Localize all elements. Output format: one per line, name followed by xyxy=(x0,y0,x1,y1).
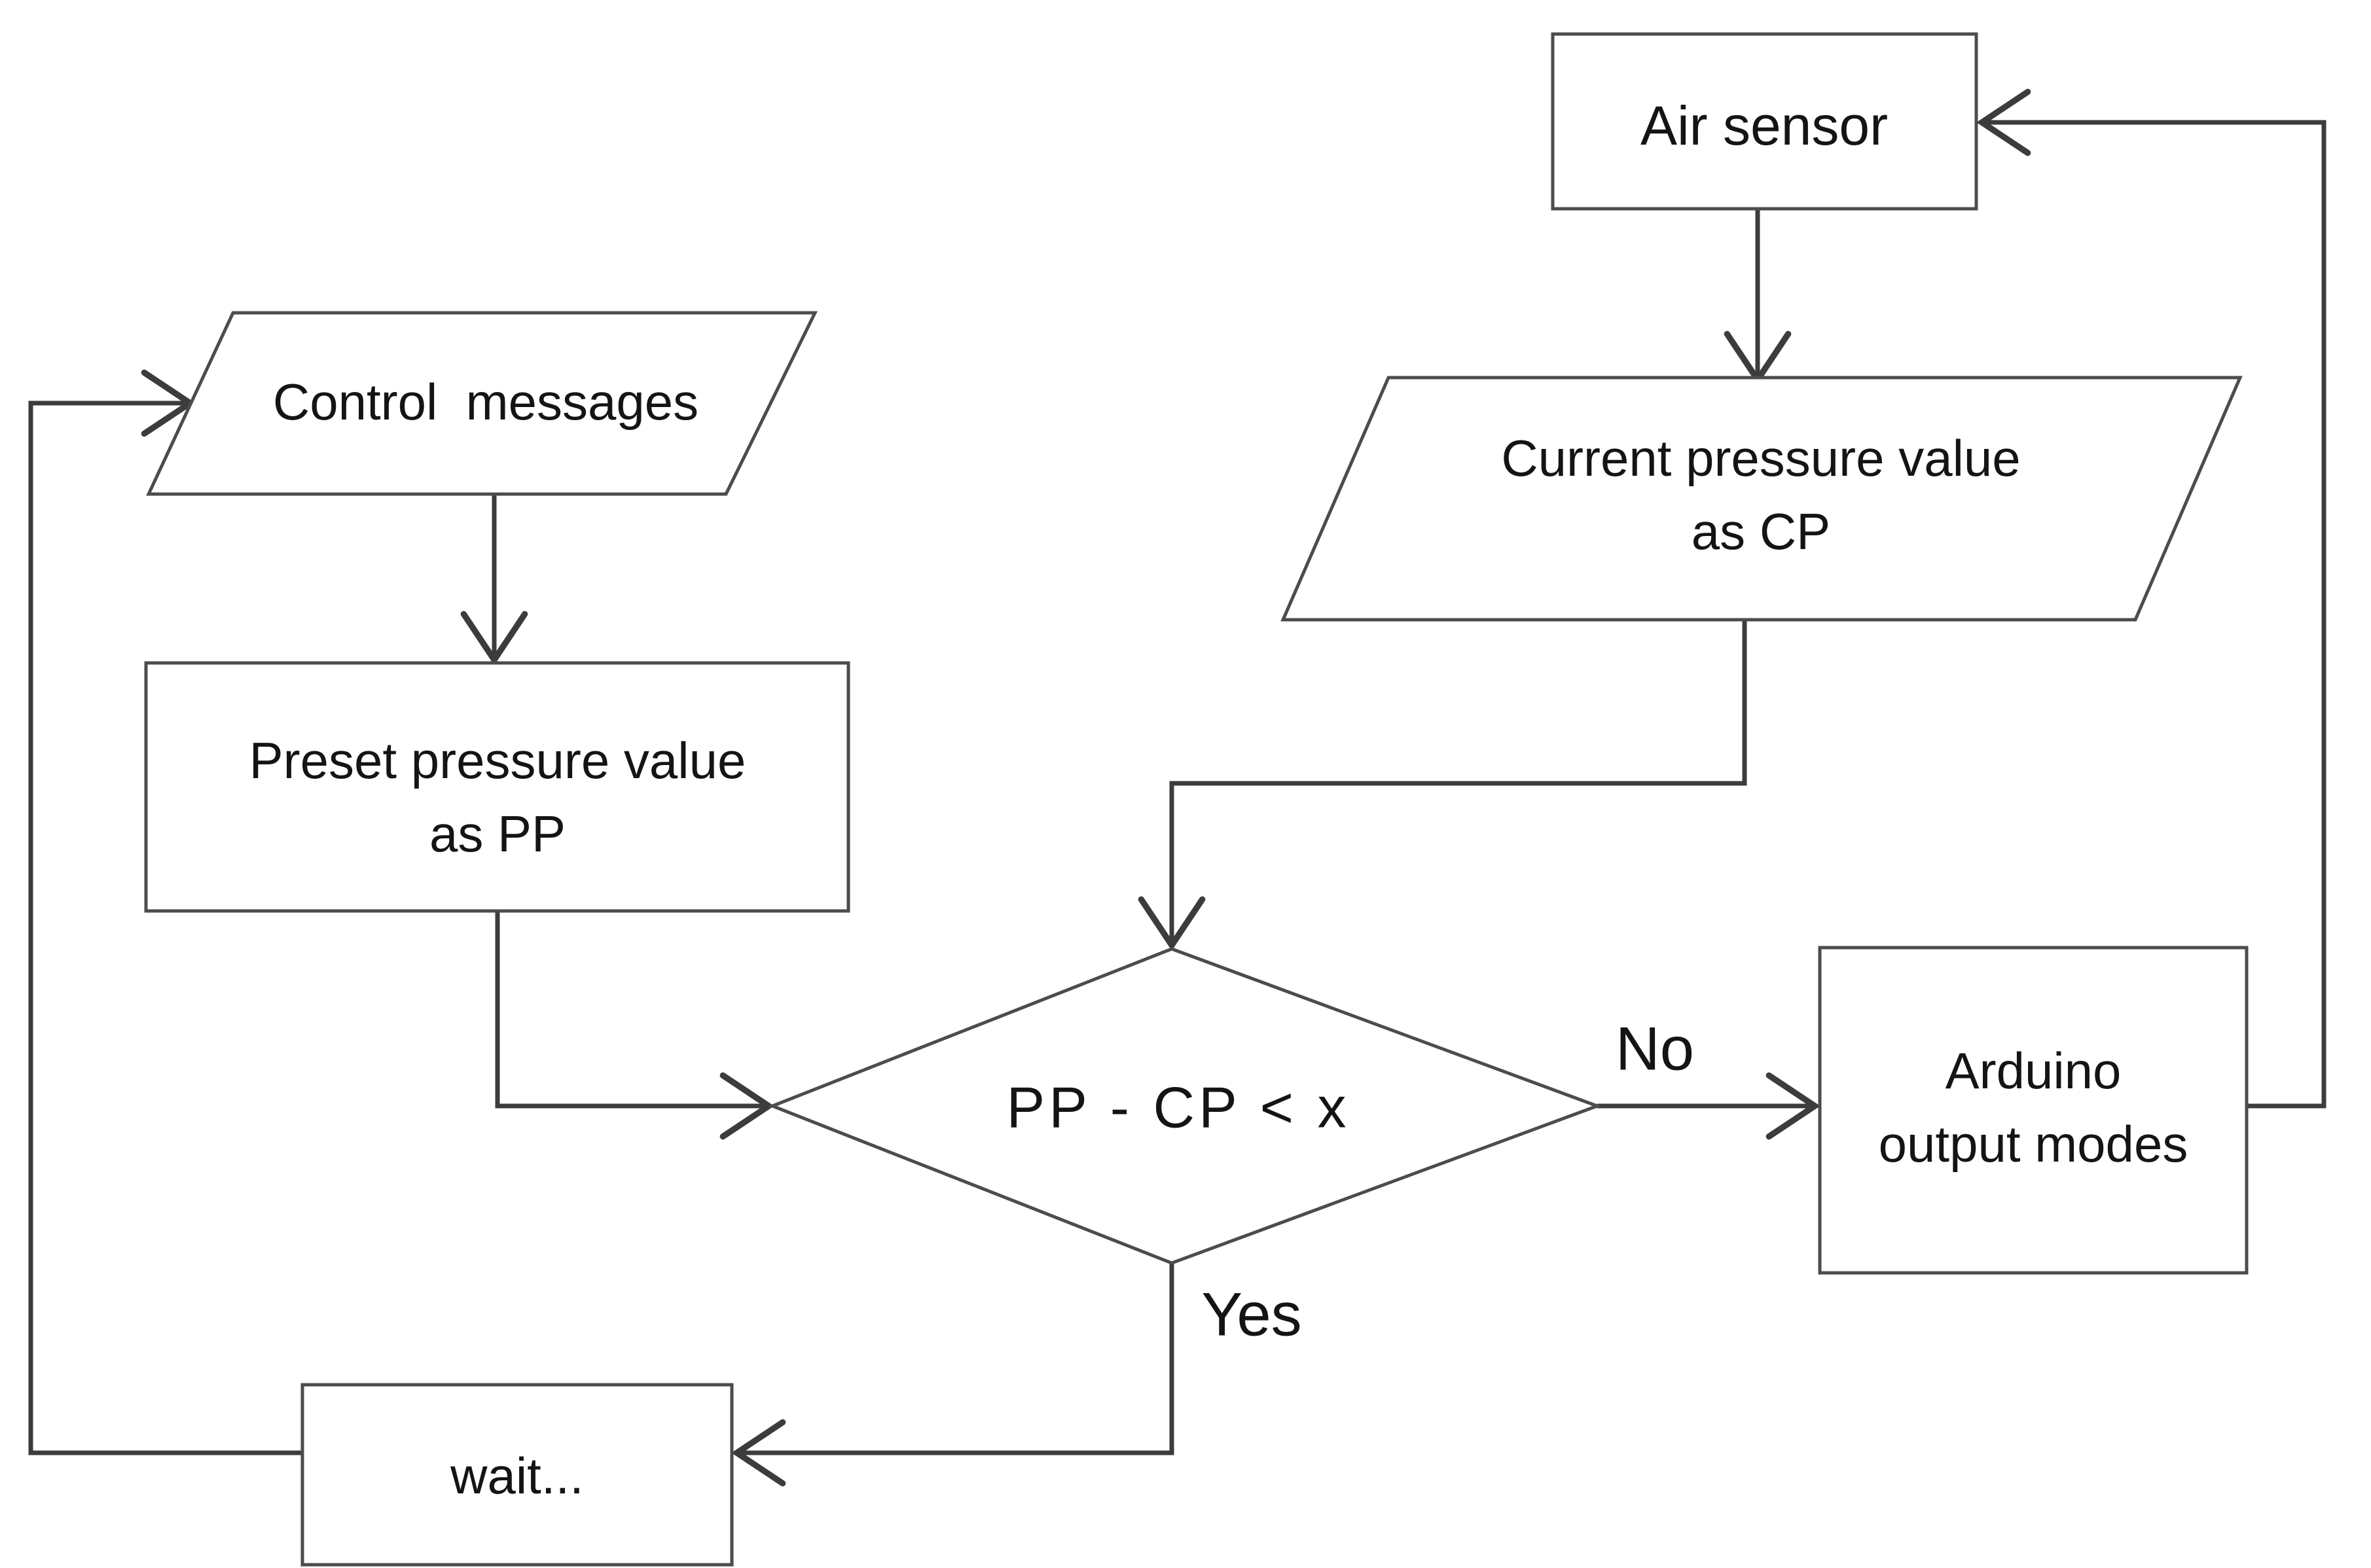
control-messages-label: Control messages xyxy=(273,373,698,431)
yes-branch-label: Yes xyxy=(1201,1280,1301,1349)
wait-label: wait... xyxy=(450,1447,584,1505)
no-branch-label: No xyxy=(1616,1014,1694,1083)
node-wait xyxy=(300,1383,734,1567)
edge-wait-to-control-messages-loop xyxy=(28,369,302,1455)
preset-pressure-label-line1: Preset pressure value xyxy=(249,732,746,789)
edge-arduino-to-air-sensor-feedback xyxy=(1976,88,2326,1109)
arduino-output-label-line1: Arduino xyxy=(1946,1042,2122,1099)
decision-label: PP - CP < x xyxy=(1007,1075,1350,1140)
node-control-messages xyxy=(146,311,818,496)
node-preset-pressure xyxy=(144,661,850,913)
preset-pressure-label-line2: as PP xyxy=(429,805,566,863)
edge-decision-to-wait-yes xyxy=(731,1263,1174,1487)
node-air-sensor xyxy=(1551,32,1978,211)
air-sensor-label: Air sensor xyxy=(1640,95,1888,156)
edge-current-pressure-to-decision xyxy=(1138,620,1747,951)
edge-preset-pressure-to-decision xyxy=(495,911,774,1140)
node-arduino-output xyxy=(1818,946,2249,1275)
node-current-pressure xyxy=(1280,376,2243,622)
current-pressure-label-line1: Current pressure value xyxy=(1501,429,2020,487)
node-decision xyxy=(768,947,1602,1265)
arduino-output-label-line2: output modes xyxy=(1879,1115,2188,1173)
current-pressure-label-line2: as CP xyxy=(1692,503,1830,560)
